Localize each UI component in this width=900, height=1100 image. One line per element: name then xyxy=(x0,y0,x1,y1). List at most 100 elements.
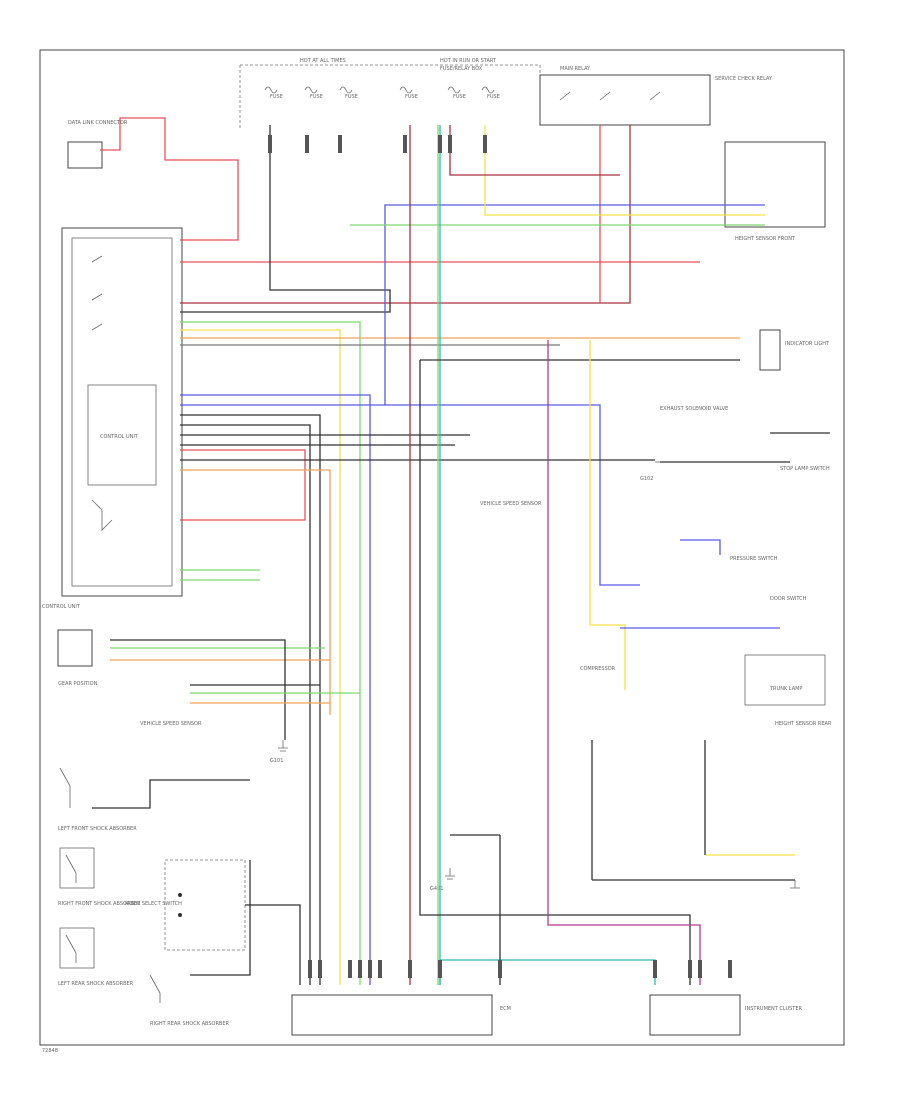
lf-shock-symbol xyxy=(59,767,71,808)
fuse-a-label: FUSE xyxy=(270,94,283,100)
connector-pin xyxy=(358,960,362,978)
trunk-lamp-label: TRUNK LAMP xyxy=(769,686,802,692)
ecm-label: ECM xyxy=(500,1006,511,1012)
wire-dark-5 xyxy=(180,125,391,313)
ground-rear-symbol xyxy=(445,868,455,880)
wire-dark-48 xyxy=(92,779,250,809)
wire-red-4 xyxy=(180,449,306,521)
connector-pin xyxy=(348,960,352,978)
ground-lf-label: G101 xyxy=(270,758,283,764)
gear-position-label: GEAR POSITION xyxy=(58,681,98,687)
pressure-switch-label: PRESSURE SWITCH xyxy=(730,556,778,562)
fuse-b-symbol xyxy=(304,86,318,94)
connector-pin xyxy=(448,135,452,153)
wire-blue-38 xyxy=(680,539,721,555)
wire-blue-10 xyxy=(180,394,371,985)
fuse-row: FUSE FUSE FUSE FUSE FUSE FUSE xyxy=(264,86,500,100)
lr-shock-symbol xyxy=(65,934,77,963)
fuse-d-label: FUSE xyxy=(405,94,418,100)
mode-switch-contact-2 xyxy=(178,913,182,917)
ground-rear-label: G401 xyxy=(430,886,443,892)
ground-rf-label: G102 xyxy=(640,476,653,482)
rf-shock-symbol xyxy=(65,854,77,883)
wire-dark-34 xyxy=(419,360,691,985)
wire-blue-12 xyxy=(384,204,765,405)
fuse-c-symbol xyxy=(339,86,353,94)
connector-pin xyxy=(688,960,692,978)
service-check-relay-label: SERVICE CHECK RELAY xyxy=(715,76,773,82)
lf-shock-label: LEFT FRONT SHOCK ABSORBER xyxy=(58,826,137,832)
wire-dark-14 xyxy=(180,424,311,985)
connector-pin xyxy=(338,135,342,153)
wire-yellow-28 xyxy=(484,125,765,216)
wires xyxy=(92,117,830,985)
wire-cyan-40 xyxy=(439,959,656,985)
relay-switches xyxy=(559,91,661,101)
wire-green-6 xyxy=(180,321,361,985)
control-unit-inner xyxy=(71,237,173,587)
connector-pin xyxy=(305,135,309,153)
indicator-light-connector xyxy=(759,329,781,371)
wire-yellow-36 xyxy=(589,340,626,690)
lr-shock-box xyxy=(59,927,95,969)
connector-pin xyxy=(483,135,487,153)
label-fuse-relay-box: FUSE/RELAY BOX xyxy=(440,66,483,72)
height-sensor-rear-label: HEIGHT SENSOR REAR xyxy=(775,721,832,727)
ground-lf-symbol xyxy=(278,740,288,752)
connector-pin xyxy=(378,960,382,978)
mode-select-switch-label: MODE SELECT SWITCH xyxy=(125,901,182,907)
control-unit-outline xyxy=(61,227,183,597)
rr-shock-label: RIGHT REAR SHOCK ABSORBER xyxy=(150,1021,230,1027)
control-unit-switches xyxy=(91,255,103,331)
fuse-a-symbol xyxy=(264,86,278,94)
connector-pin xyxy=(438,960,442,978)
wire-dark_red-30 xyxy=(449,125,620,176)
rr-shock-symbol xyxy=(149,974,161,1003)
fuse-b-label: FUSE xyxy=(310,94,323,100)
stop-lamp-switch-label: STOP LAMP SWITCH xyxy=(780,466,830,472)
mode-switch-contact-1 xyxy=(178,893,182,897)
connector-pin xyxy=(268,135,272,153)
connector-pin xyxy=(408,960,412,978)
vss-label: VEHICLE SPEED SENSOR xyxy=(140,721,202,727)
control-unit-label: CONTROL UNIT xyxy=(100,434,139,440)
wire-dark-46 xyxy=(190,860,251,976)
fuse-e-label: FUSE xyxy=(453,94,466,100)
exhaust-solenoid-label: EXHAUST SOLENOID VALVE xyxy=(660,406,728,412)
wire-dark-23 xyxy=(110,639,286,740)
relay-box xyxy=(539,74,711,126)
shock-absorbers-left: LEFT FRONT SHOCK ABSORBER RIGHT FRONT SH… xyxy=(58,767,230,1027)
fuse-e-symbol xyxy=(447,86,461,94)
connector-pin xyxy=(728,960,732,978)
trunk-lamp-box xyxy=(744,654,826,706)
service-check-connector xyxy=(67,141,103,169)
wire-blue-11 xyxy=(180,404,640,586)
wire-orange-18 xyxy=(180,469,331,715)
data-link-label: DATA LINK CONNECTOR xyxy=(68,120,128,126)
footer-code: 72848 xyxy=(42,1048,58,1054)
fuse-f-symbol xyxy=(481,86,495,94)
compressor-label: COMPRESSOR xyxy=(580,666,616,672)
connector-pins xyxy=(268,135,732,978)
connector-pin xyxy=(318,960,322,978)
door-switch-label: DOOR SWITCH xyxy=(770,596,807,602)
height-sensor-front-box xyxy=(724,141,826,228)
connector-pin xyxy=(653,960,657,978)
connector-pin xyxy=(308,960,312,978)
main-relay-label: MAIN RELAY xyxy=(560,66,591,72)
ground-trunk-symbol xyxy=(790,880,800,889)
gear-position-box xyxy=(57,629,93,667)
connector-pin xyxy=(368,960,372,978)
wire-dark_red-2 xyxy=(180,125,631,304)
diagram-border xyxy=(39,49,845,1046)
wire-magenta-35 xyxy=(547,340,701,985)
fuse-c-label: FUSE xyxy=(345,94,358,100)
connector-pin xyxy=(438,135,442,153)
bottom-connector-main xyxy=(291,994,493,1036)
rf-shock-label: RIGHT FRONT SHOCK ABSORBER xyxy=(58,901,141,907)
control-unit-module xyxy=(87,384,157,486)
lr-shock-label: LEFT REAR SHOCK ABSORBER xyxy=(58,981,134,987)
rf-shock-box xyxy=(59,847,95,889)
